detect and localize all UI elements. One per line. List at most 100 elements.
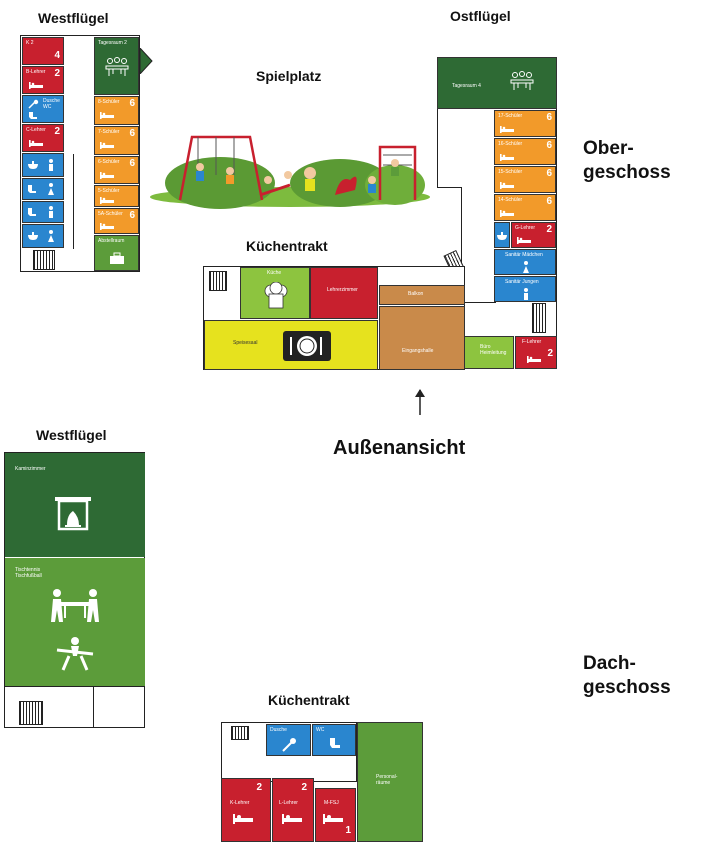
room-kaminzimmer[interactable]: Kaminzimmer xyxy=(5,453,145,557)
room-5-schueler[interactable]: 5-Schüler xyxy=(94,185,139,207)
room-balkon[interactable]: Balkon xyxy=(379,285,465,305)
upper-floor-heading-line1: Ober- xyxy=(583,138,634,159)
sanitary-toilet-room-a[interactable] xyxy=(22,178,64,200)
room-16-schueler[interactable]: 16-Schüler 6 xyxy=(494,138,556,165)
room-wc[interactable]: WC xyxy=(312,724,356,756)
room-k-lehrer[interactable]: K-Lehrer 2 xyxy=(221,778,271,842)
room-label: Tischtennis Tischfußball xyxy=(15,567,42,579)
exterior-view-heading: Außenansicht xyxy=(333,437,466,459)
bed-count: 2 xyxy=(301,782,307,793)
room-label: Sanitär Jungen xyxy=(505,279,539,285)
bed-icon xyxy=(282,814,302,824)
room-14-schueler[interactable]: 14-Schüler 6 xyxy=(494,194,556,221)
room-sanitaer-maedchen[interactable]: Sanitär Mädchen xyxy=(494,249,556,275)
room-label: Tagesraum 4 xyxy=(452,83,481,89)
corridor-wall-step xyxy=(437,187,461,188)
room-label: Personal- räume xyxy=(376,774,398,786)
room-8-schueler[interactable]: 8-Schüler 6 xyxy=(94,96,139,125)
room-b-lehrer[interactable]: B-Lehrer 2 xyxy=(22,66,64,94)
shower-icon xyxy=(28,99,39,109)
bed-icon xyxy=(29,140,43,147)
bed-count: 2 xyxy=(547,348,553,359)
room-dusche[interactable]: Dusche xyxy=(266,724,311,756)
room-label: K-Lehrer xyxy=(230,800,250,806)
attic-floor-heading-line1: Dach- xyxy=(583,653,636,674)
room-sanitaer-jungen[interactable]: Sanitär Jungen xyxy=(494,276,556,302)
arrow-up-icon xyxy=(415,389,425,415)
foosball-icon xyxy=(51,589,99,622)
staircase xyxy=(231,726,249,740)
meeting-people-icon xyxy=(510,71,534,90)
sanitary-toilet-room-b[interactable] xyxy=(22,201,64,223)
room-label: F-Lehrer xyxy=(522,339,542,345)
room-label: 16-Schüler xyxy=(498,141,523,147)
bed-icon xyxy=(500,154,514,161)
room-tischtennis-tischfussball[interactable]: Tischtennis Tischfußball xyxy=(5,558,145,686)
corridor-wall-right xyxy=(556,109,557,369)
bed-count: 2 xyxy=(54,68,60,79)
bed-icon xyxy=(100,172,114,179)
bed-icon xyxy=(29,82,43,89)
room-eingangshalle[interactable]: Eingangshalle xyxy=(379,306,465,370)
room-17-schueler[interactable]: 17-Schüler 6 xyxy=(494,110,556,137)
room-label: K 2 xyxy=(26,40,34,46)
table-tennis-icon xyxy=(56,637,94,671)
spring-rider xyxy=(335,176,357,195)
staircase xyxy=(19,701,43,725)
room-lehrerzimmer[interactable]: Lehrerzimmer xyxy=(310,267,378,319)
sink-icon xyxy=(28,232,38,240)
bed-icon xyxy=(500,182,514,189)
room-7-schueler[interactable]: 7-Schüler 6 xyxy=(94,126,139,155)
toilet-icon xyxy=(28,185,36,193)
person-icon xyxy=(48,230,54,242)
room-15-schueler[interactable]: 15-Schüler 6 xyxy=(494,166,556,193)
room-m-fsj[interactable]: M-FSJ 1 xyxy=(315,788,356,842)
bed-count: 6 xyxy=(129,158,135,169)
bed-icon xyxy=(323,814,343,824)
sanitary-sink-room[interactable] xyxy=(22,153,64,177)
attic-divider xyxy=(5,686,145,687)
room-label: 17-Schüler xyxy=(498,113,523,119)
attic-divider-vertical xyxy=(93,686,94,728)
room-personalraeume[interactable]: Personal- räume xyxy=(357,722,423,842)
room-tagesraum-4[interactable]: Tagesraum 4 xyxy=(437,57,557,109)
bed-icon xyxy=(100,112,114,119)
bed-count: 6 xyxy=(546,168,552,179)
boy-icon xyxy=(524,288,528,300)
person-icon xyxy=(49,159,53,171)
playground-heading: Spielplatz xyxy=(256,68,322,84)
tagesraum-2-bay xyxy=(140,48,153,74)
bed-icon xyxy=(100,142,114,149)
room-label: WC xyxy=(316,727,325,733)
west-wing-upper-plan: K 2 4 B-Lehrer 2 Dusche WC C-Lehrer 2 Ta… xyxy=(20,35,140,272)
room-tagesraum-2[interactable]: Tagesraum 2 xyxy=(94,37,139,95)
sink-alcove[interactable] xyxy=(494,222,510,248)
bed-count: 6 xyxy=(546,112,552,123)
bush xyxy=(165,157,275,209)
room-kueche[interactable]: Küche xyxy=(240,267,310,319)
room-f-lehrer[interactable]: F-Lehrer 2 xyxy=(515,336,557,369)
room-label: Büro Heimleitung xyxy=(480,344,507,356)
room-c-lehrer[interactable]: C-Lehrer 2 xyxy=(22,124,64,152)
staircase xyxy=(209,271,227,291)
room-speisesaal[interactable]: Speisesaal xyxy=(204,320,378,370)
room-l-lehrer[interactable]: L-Lehrer 2 xyxy=(272,778,314,842)
room-6-schueler[interactable]: 6-Schüler 6 xyxy=(94,156,139,184)
room-g-lehrer[interactable]: G-Lehrer 2 xyxy=(511,222,556,248)
sanitary-sink-room-b[interactable] xyxy=(22,224,64,248)
room-buero-heimleitung[interactable]: Büro Heimleitung xyxy=(464,336,514,369)
playground-illustration xyxy=(150,135,430,209)
corridor-wall-left xyxy=(437,109,438,187)
room-abstellraum[interactable]: Abstellraum xyxy=(94,235,139,271)
seesaw xyxy=(259,183,291,197)
bed-icon xyxy=(100,197,114,204)
room-5a-schueler[interactable]: 5A-Schüler 6 xyxy=(94,208,139,234)
room-label: Sanitär Mädchen xyxy=(505,252,543,258)
room-dusche-wc[interactable]: Dusche WC xyxy=(22,95,64,123)
swing-frame xyxy=(178,135,264,201)
kitchen-wing-attic-plan: Dusche WC Personal- räume K-Lehrer 2 L-L… xyxy=(221,722,423,844)
room-label: Dusche WC xyxy=(43,98,60,110)
bed-count: 2 xyxy=(256,782,262,793)
room-k2[interactable]: K 2 4 xyxy=(22,37,64,65)
sink-icon xyxy=(497,232,507,240)
